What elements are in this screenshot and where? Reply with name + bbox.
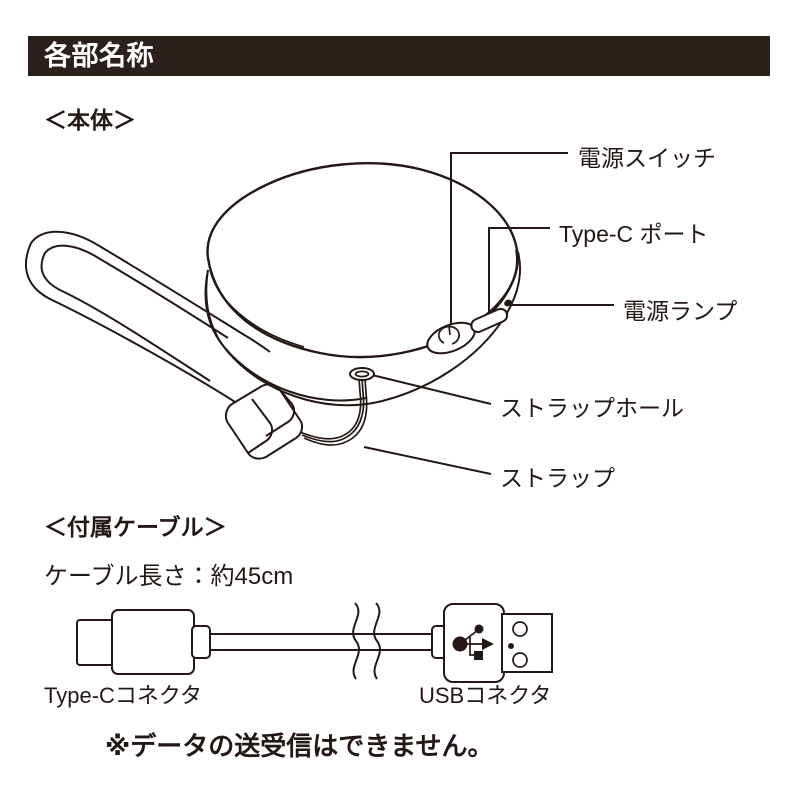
callout-label-strap-hole: ストラップホール xyxy=(500,395,684,421)
callout-label-typec-port: Type-C ポート xyxy=(559,221,709,247)
caption-typec-connector: Type-Cコネクタ xyxy=(44,683,203,708)
device-body-illustration xyxy=(204,162,521,407)
data-transfer-note: ※データの送受信はできません。 xyxy=(105,731,494,761)
leader-strap-hole xyxy=(371,374,492,405)
callout-label-power-switch: 電源スイッチ xyxy=(578,145,716,171)
heading-main-unit: ＜本体＞ xyxy=(44,107,136,133)
leader-typec-port xyxy=(488,227,550,318)
usb-trident-icon xyxy=(452,624,494,660)
typec-connector-icon xyxy=(76,609,211,675)
cable-length-label: ケーブル長さ：約45cm xyxy=(44,563,294,590)
caption-usb-connector: USBコネクタ xyxy=(419,683,552,708)
cable-break-squiggle-icon xyxy=(352,602,381,680)
strap-illustration xyxy=(25,230,368,460)
leader-strap xyxy=(363,446,492,475)
power-lamp-icon xyxy=(504,299,512,307)
typec-port-icon xyxy=(470,307,509,334)
leader-lines xyxy=(363,152,614,475)
strap-hole-icon xyxy=(349,367,375,381)
heading-included-cable: ＜付属ケーブル＞ xyxy=(44,514,227,540)
leader-power-switch xyxy=(450,152,568,333)
section-header-bar xyxy=(28,36,770,76)
cable-illustration xyxy=(76,602,553,683)
callout-label-strap: ストラップ xyxy=(500,465,615,491)
callout-label-power-lamp: 電源ランプ xyxy=(623,298,738,324)
usb-connector-icon xyxy=(431,603,553,683)
page-title: 各部名称 xyxy=(44,41,154,71)
